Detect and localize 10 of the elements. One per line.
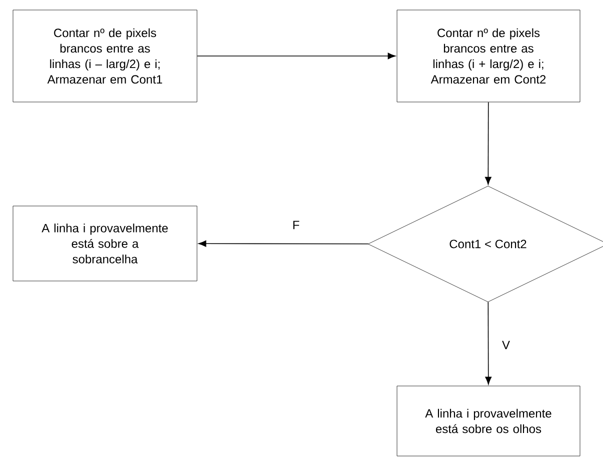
edge-label: V	[501, 340, 511, 350]
process-box: A linha i provavelmente está sobre os olhos	[396, 386, 580, 456]
arrow	[485, 302, 492, 385]
arrow	[484, 102, 492, 185]
process-box: A linha i provavelmente está sobre a sobrancelha	[12, 206, 198, 282]
arrow	[198, 240, 369, 247]
process-box: Contar nº de pixels brancos entre as linhas (i – larg/2) e i; Armazenar em Cont1	[12, 10, 198, 102]
process-box: Contar nº de pixels brancos entre as linhas (i + larg/2) e i; Armazenar em Cont2	[396, 10, 580, 102]
edge-label: F	[291, 220, 301, 230]
arrow	[196, 52, 396, 60]
